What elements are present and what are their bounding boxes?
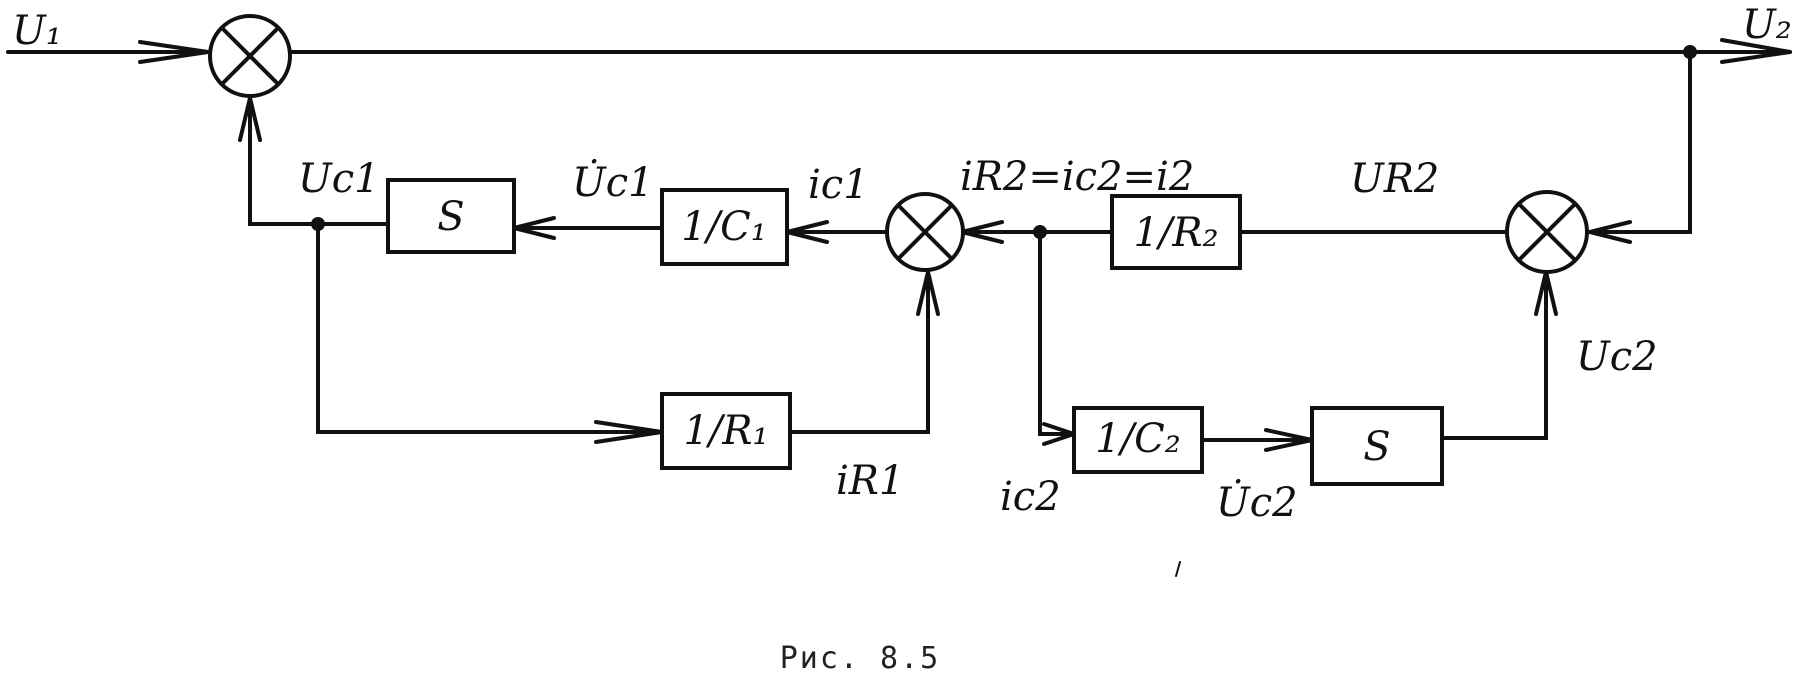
wire-u2-feedback	[1588, 50, 1692, 234]
label-u1: U₁	[12, 8, 62, 54]
wire-uc1-to-r1	[316, 222, 664, 434]
block-inv-r1-label: 1/R₁	[683, 408, 768, 454]
label-ic1: ic1	[808, 162, 869, 208]
label-uc2-dot: U̇c2	[1216, 479, 1298, 526]
wire-s1-to-sum1	[248, 96, 390, 226]
label-ic2: ic2	[1000, 474, 1061, 520]
junction-i2	[1033, 225, 1047, 239]
block-integrator-1-label: S	[437, 194, 464, 240]
label-uc2: Uc2	[1576, 334, 1658, 380]
junction-uc1	[311, 217, 325, 231]
block-integrator-2: S	[1310, 406, 1444, 486]
wires	[6, 50, 1792, 442]
block-inv-c1: 1/C₁	[660, 188, 789, 266]
wire-i2-to-c2	[1038, 230, 1076, 436]
summing-junction-1	[208, 14, 292, 98]
arrow-u1-in	[138, 40, 210, 64]
label-ir2-eq: iR2=ic2=i2	[960, 154, 1194, 200]
summing-junction-3	[1505, 190, 1589, 274]
arrow-u2-out	[1720, 38, 1792, 64]
block-inv-r2-label: 1/R₂	[1133, 210, 1218, 256]
block-integrator-1: S	[386, 178, 516, 254]
arrow-into-sum3	[1588, 220, 1632, 244]
block-inv-r1: 1/R₁	[660, 392, 792, 470]
junction-u2	[1683, 45, 1697, 59]
block-inv-c2-label: 1/C₂	[1095, 416, 1181, 462]
block-inv-r2: 1/R₂	[1110, 194, 1242, 270]
arrow-r1-into-sum2	[916, 270, 940, 316]
label-uc1-node: Uc1	[298, 156, 380, 202]
wire-s2-to-sum3	[1440, 270, 1548, 440]
label-ir1: iR1	[836, 458, 904, 504]
summing-junction-2	[885, 192, 965, 272]
wire-r1-to-sum2	[788, 270, 930, 434]
label-u2: U₂	[1742, 2, 1792, 48]
block-inv-c2: 1/C₂	[1072, 406, 1204, 474]
block-integrator-2-label: S	[1363, 424, 1390, 470]
label-ur2: UR2	[1350, 156, 1439, 202]
label-uc1-dot: U̇c1	[572, 159, 654, 206]
block-inv-c1-label: 1/C₁	[681, 204, 767, 250]
figure-caption: Рис. 8.5	[780, 641, 941, 676]
stray-mark	[1175, 561, 1181, 577]
